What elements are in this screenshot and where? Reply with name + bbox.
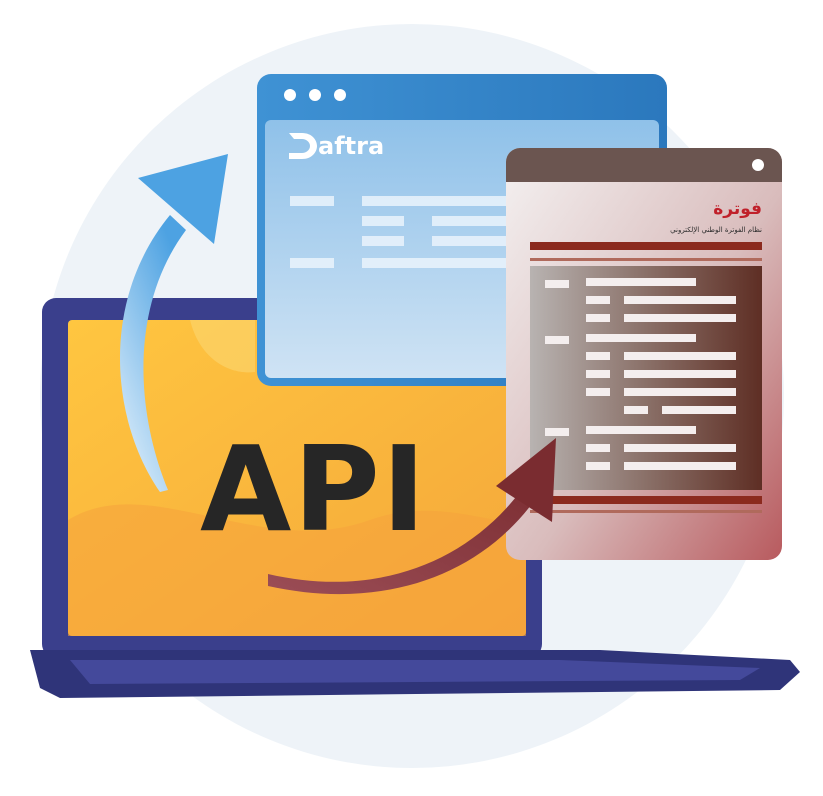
placeholder-line — [624, 314, 736, 322]
window-dot — [309, 89, 321, 101]
target-window-header — [506, 148, 782, 182]
window-dot — [752, 159, 764, 171]
placeholder-line — [586, 388, 610, 396]
accent-bar-top — [530, 242, 762, 250]
placeholder-line — [545, 280, 569, 288]
placeholder-line — [624, 352, 736, 360]
daftra-brand-text: aftra — [318, 132, 384, 160]
placeholder-line — [432, 236, 512, 246]
api-label: API — [200, 420, 428, 558]
placeholder-line — [586, 444, 610, 452]
placeholder-line — [586, 370, 610, 378]
accent-bar-thin — [530, 258, 762, 261]
placeholder-line — [624, 388, 736, 396]
placeholder-line — [624, 296, 736, 304]
placeholder-line — [586, 334, 696, 342]
placeholder-line — [586, 278, 696, 286]
maroon-right-arrow — [268, 438, 556, 595]
daftra-logo-mark-icon — [289, 133, 317, 159]
maroon-arrow-head — [496, 438, 556, 522]
placeholder-line — [624, 370, 736, 378]
placeholder-line — [545, 428, 569, 436]
placeholder-line — [290, 196, 334, 206]
fatoora-logo-subtitle: نظام الفوترة الوطني الإلكتروني — [670, 226, 762, 234]
blue-arrow-shaft — [120, 215, 186, 492]
placeholder-line — [545, 336, 569, 344]
window-dot — [284, 89, 296, 101]
placeholder-line — [624, 444, 736, 452]
screen-cloud-decoration — [190, 320, 255, 373]
placeholder-line — [586, 352, 610, 360]
placeholder-line — [586, 426, 696, 434]
accent-bar-bottom — [530, 496, 762, 504]
placeholder-line — [586, 462, 610, 470]
maroon-arrow-shaft — [268, 470, 548, 595]
laptop-keyboard-strip — [70, 660, 760, 684]
placeholder-line — [362, 196, 512, 206]
screen-wave-decoration — [68, 504, 526, 636]
blue-arrow-head — [138, 154, 228, 244]
placeholder-line — [290, 258, 334, 268]
placeholder-line — [362, 236, 404, 246]
placeholder-line — [432, 216, 512, 226]
placeholder-line — [624, 406, 648, 414]
placeholder-line — [662, 406, 736, 414]
placeholder-line — [586, 296, 610, 304]
placeholder-line — [586, 314, 610, 322]
window-dot — [334, 89, 346, 101]
blue-up-arrow — [120, 154, 228, 492]
accent-bar-bottom-thin — [530, 510, 762, 513]
placeholder-line — [362, 258, 512, 268]
placeholder-line — [362, 216, 404, 226]
placeholder-line — [624, 462, 736, 470]
target-window-fatoora: فوترة نظام الفوترة الوطني الإلكتروني — [506, 148, 782, 560]
fatoora-logo-text: فوترة — [713, 199, 762, 219]
